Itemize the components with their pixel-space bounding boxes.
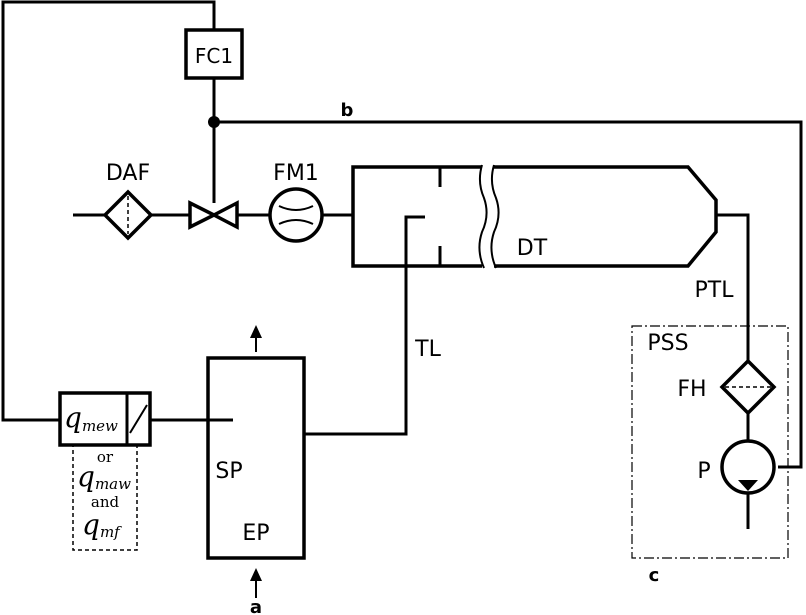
control-valve-right xyxy=(210,200,239,230)
dilution-air-filter xyxy=(102,189,154,241)
daf-label: DAF xyxy=(106,161,150,186)
control-line-left xyxy=(1,0,216,422)
particulate-sampling-system-boundary xyxy=(631,325,789,559)
a-label: a xyxy=(250,597,262,615)
qmf-q: q xyxy=(82,508,100,541)
tl-label: TL xyxy=(414,337,441,362)
exhaust-pipe xyxy=(206,356,306,560)
alternative-flow-measurement xyxy=(72,444,138,551)
junction-dot xyxy=(208,116,220,128)
qmf-sub: mf xyxy=(100,523,122,541)
flow-controller-fc1 xyxy=(184,28,244,80)
fm1-curve-top xyxy=(278,205,314,211)
exhaust-in-arrow-head xyxy=(250,568,262,581)
qmf-symbol: qmf xyxy=(82,508,122,541)
qmaw-sub: maw xyxy=(95,475,131,493)
flow-meter-fm1 xyxy=(268,187,324,243)
fm1-curve-bottom xyxy=(278,219,314,225)
qmaw-symbol: qmaw xyxy=(77,460,131,493)
tunnel-break-left xyxy=(478,164,488,269)
exhaust-out-arrow-head xyxy=(250,325,262,338)
qmew-symbol: qmew xyxy=(64,401,118,435)
pss-label: PSS xyxy=(647,331,688,356)
qmew-sub: mew xyxy=(82,417,118,435)
pump-triangle xyxy=(738,480,758,491)
fh-label: FH xyxy=(677,377,706,402)
qmaw-q: q xyxy=(77,460,95,493)
control-valve xyxy=(188,200,218,230)
flow-meter-slash xyxy=(129,404,148,434)
p-label: P xyxy=(697,459,710,484)
sampling-pump xyxy=(720,439,776,495)
or-label: or xyxy=(97,448,114,466)
dilution-tunnel-right xyxy=(494,165,718,268)
dilution-tunnel-left xyxy=(351,165,482,268)
tunnel-break-right xyxy=(490,164,500,269)
qmew-q: q xyxy=(64,401,82,434)
fm1-label: FM1 xyxy=(273,161,319,186)
ptl-label: PTL xyxy=(695,278,735,303)
fc1-label: FC1 xyxy=(195,44,233,68)
particulate-transfer-line xyxy=(716,213,750,360)
sp-label: SP xyxy=(215,459,242,484)
line-b xyxy=(214,120,803,469)
line-b-label: b xyxy=(341,100,354,121)
c-label: c xyxy=(649,565,660,586)
and-label: and xyxy=(91,493,120,511)
dt-label: DT xyxy=(517,236,548,261)
ep-label: EP xyxy=(242,521,269,546)
